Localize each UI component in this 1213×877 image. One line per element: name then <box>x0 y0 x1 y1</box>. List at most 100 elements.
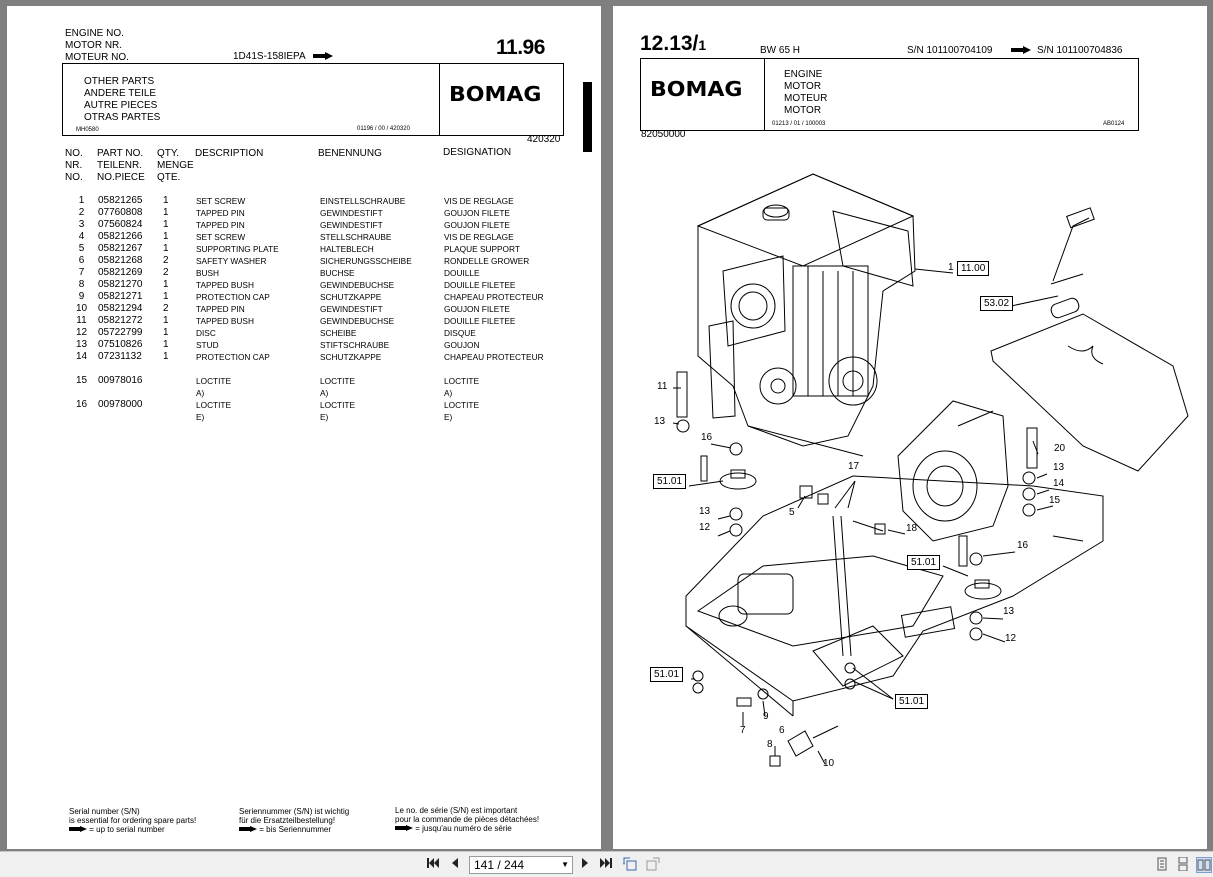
cell-desc: TAPPED PIN <box>196 208 245 218</box>
header-box <box>62 63 564 136</box>
section-title-de: ANDERE TEILE <box>84 88 157 99</box>
go-back-view-button[interactable] <box>622 857 637 873</box>
cell-des: DOUILLE <box>444 268 480 278</box>
forward-view-icon <box>646 857 660 871</box>
continuous-view-button[interactable] <box>1176 856 1190 873</box>
callout-7: 7 <box>740 725 746 736</box>
housing-drawing <box>897 400 1009 542</box>
cell-qty: 1 <box>163 351 169 362</box>
cell-part: 05821271 <box>98 291 143 302</box>
cell-desc: SET SCREW <box>196 232 246 242</box>
viewer-toolbar: 141 / 244 ▼ <box>0 851 1213 877</box>
cell-part: 05821266 <box>98 231 143 242</box>
back-view-icon <box>623 857 637 871</box>
cell-sub: E) <box>444 412 453 422</box>
col-header-description: DESCRIPTION <box>195 148 264 159</box>
bomag-logo: BOMAG <box>449 82 542 106</box>
cell-no: 14 <box>75 351 88 362</box>
section-title-fr: AUTRE PIECES <box>84 100 158 111</box>
engine-no-label-en: ENGINE NO. <box>65 28 124 39</box>
two-page-view-button[interactable] <box>1196 857 1212 873</box>
continuous-page-icon <box>1178 856 1188 872</box>
cell-no: 11 <box>76 315 87 326</box>
last-page-button[interactable] <box>599 857 613 873</box>
page-number-input[interactable]: 141 / 244 ▼ <box>469 856 573 874</box>
cell-ben: LOCTITE <box>320 400 356 410</box>
cell-qty: 1 <box>163 327 169 338</box>
header-box-divider <box>439 63 440 136</box>
callout-16b: 16 <box>1017 540 1029 551</box>
cell-des: CHAPEAU PROTECTEUR <box>444 292 544 302</box>
ref-code-left: MH0580 <box>76 127 99 133</box>
cell-no: 15 <box>75 375 88 386</box>
cell-part: 07560824 <box>98 219 143 230</box>
cell-desc: LOCTITE <box>196 400 232 410</box>
ref-code-left: 01213 / 01 / 100003 <box>772 121 826 127</box>
two-page-icon <box>1197 859 1211 871</box>
cell-desc: LOCTITE <box>196 376 232 386</box>
cell-qty: 2 <box>163 267 169 278</box>
cell-qty: 1 <box>163 315 169 326</box>
callout-1: 1 <box>948 262 954 273</box>
cell-sub: A) <box>444 388 453 398</box>
cell-qty: 1 <box>163 291 169 302</box>
footer-de: Seriennummer (S/N) ist wichtig für die E… <box>239 807 350 834</box>
engine-model: 1D41S-158IEPA <box>233 51 306 62</box>
callout-12b: 12 <box>1005 633 1017 644</box>
col-header-designation: DESIGNATION <box>443 147 512 158</box>
section-title-es: OTRAS PARTES <box>84 112 161 123</box>
cell-des: DOUILLE FILETEE <box>444 280 516 290</box>
cell-qty: 1 <box>163 195 169 206</box>
serial-to: S/N 101100704836 <box>1037 45 1123 56</box>
callout-51-01: 51.01 <box>653 474 687 489</box>
cell-ben: GEWINDESTIFT <box>320 208 383 218</box>
single-page-view-button[interactable] <box>1155 857 1169 873</box>
callout-51-01c: 51.01 <box>650 667 684 682</box>
cell-part: 05722799 <box>98 327 143 338</box>
cell-qty: 1 <box>163 339 169 350</box>
cell-part: 05821269 <box>98 267 143 278</box>
exploded-view-diagram <box>672 173 1189 767</box>
cell-ben: SCHEIBE <box>320 328 357 338</box>
cell-no: 4 <box>78 231 85 242</box>
callout-53-02: 53.02 <box>980 296 1014 311</box>
cell-desc: PROTECTION CAP <box>196 352 270 362</box>
up-to-arrow-icon <box>69 826 87 832</box>
go-forward-view-button[interactable] <box>645 857 660 873</box>
cell-qty: 2 <box>163 255 169 266</box>
bomag-logo: BOMAG <box>650 77 743 101</box>
cell-ben: GEWINDESTIFT <box>320 304 383 314</box>
cell-qty: 1 <box>163 243 169 254</box>
cell-desc: DISC <box>196 328 216 338</box>
callout-10: 10 <box>823 758 835 769</box>
model-name: BW 65 H <box>760 45 801 56</box>
first-page-button[interactable] <box>426 857 440 873</box>
leader-lines <box>672 268 1059 765</box>
cell-desc: SET SCREW <box>196 196 246 206</box>
base-frame-drawing <box>685 475 1104 717</box>
cell-sub: A) <box>196 388 205 398</box>
cell-ben: STELLSCHRAUBE <box>320 232 392 242</box>
cell-desc: SAFETY WASHER <box>196 256 267 266</box>
cell-des: GOUJON FILETE <box>444 220 510 230</box>
header-box <box>640 58 1139 131</box>
col-header-part: PART NO. TEILENR. NO.PIECE <box>97 148 145 183</box>
cell-no: 16 <box>75 399 88 410</box>
cell-ben: GEWINDEBUCHSE <box>320 316 395 326</box>
previous-page-button[interactable] <box>448 857 462 873</box>
cell-desc: TAPPED PIN <box>196 220 245 230</box>
up-to-arrow-icon <box>239 826 257 832</box>
cell-des: LOCTITE <box>444 376 480 386</box>
next-page-button[interactable] <box>578 857 592 873</box>
title-en: ENGINE <box>784 69 823 80</box>
callout-8: 8 <box>767 739 773 750</box>
cell-ben: BUCHSE <box>320 268 355 278</box>
col-header-benennung: BENENNUNG <box>318 148 382 159</box>
